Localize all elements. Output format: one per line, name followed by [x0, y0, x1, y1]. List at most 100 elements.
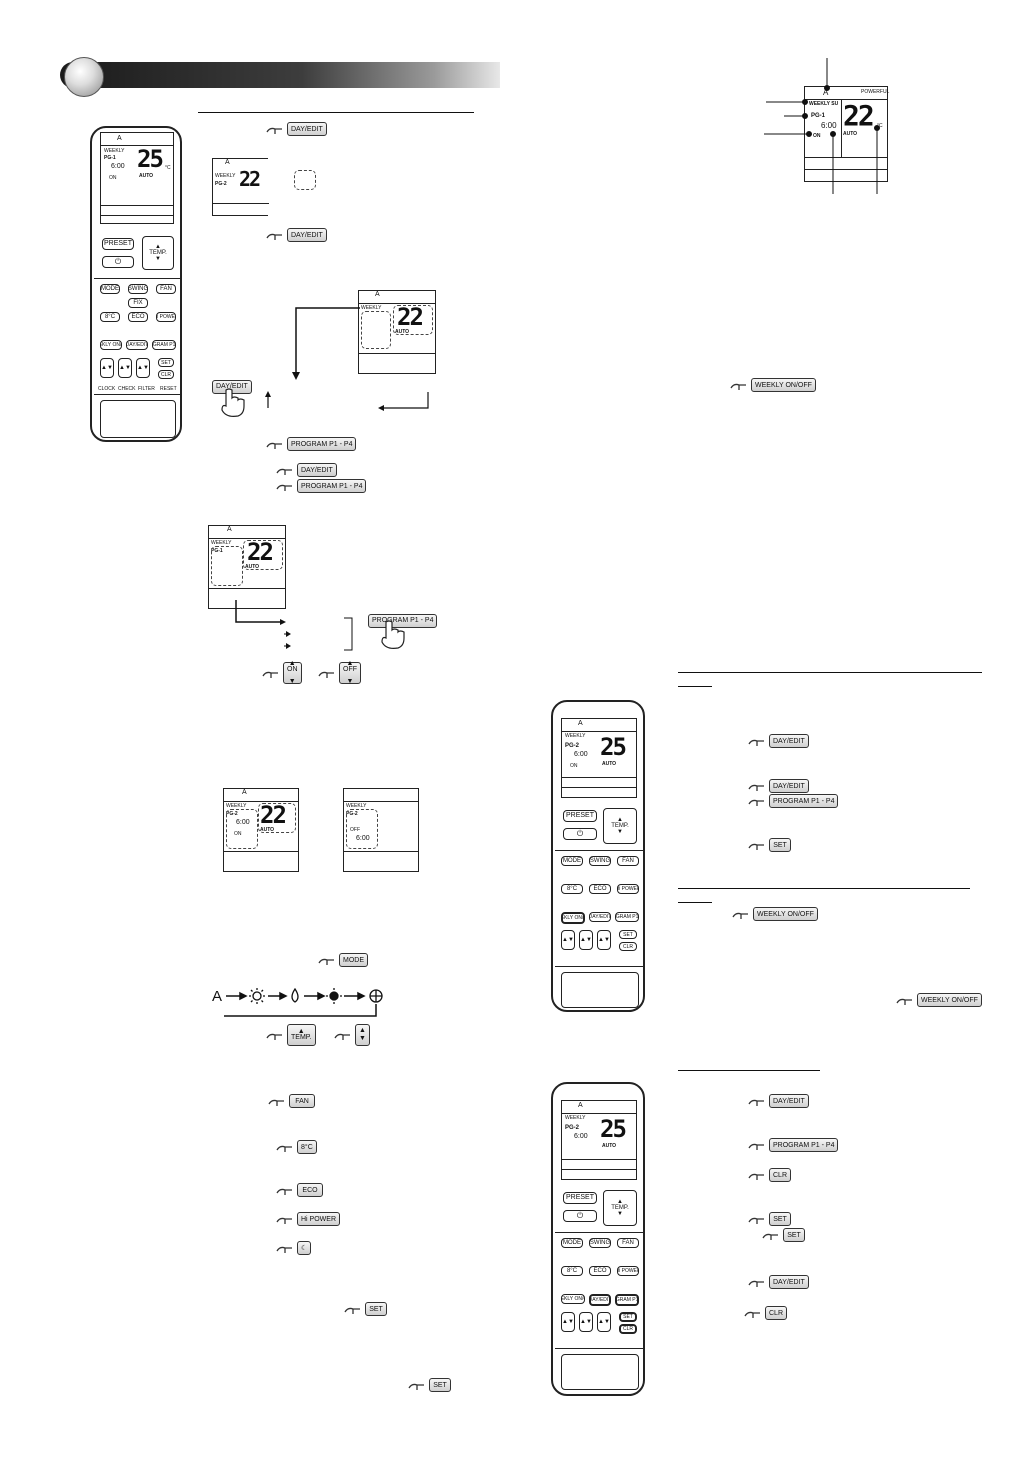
lcd3-mode: A [227, 526, 232, 533]
r2-temp-button[interactable]: ▲TEMP.▼ [603, 1190, 637, 1226]
key-day-edit[interactable]: DAY/EDIT [769, 779, 809, 793]
preset-button[interactable]: PRESET [102, 238, 134, 250]
r1-battery-cover [561, 972, 639, 1008]
r1-eight-c-button[interactable]: 8°C [561, 884, 583, 894]
fan-button[interactable]: FAN [156, 284, 176, 294]
key-set[interactable]: SET [769, 838, 791, 852]
r2-fan-button[interactable]: FAN [617, 1238, 639, 1248]
clr-button[interactable]: CLR [158, 370, 174, 379]
key-comfort-sleep[interactable]: ☾ [297, 1241, 312, 1255]
timer-off-button[interactable]: ▲▼ [118, 358, 132, 378]
key-temp-down[interactable]: ▲▼ [355, 1024, 370, 1046]
r1-timer-3[interactable]: ▲▼ [597, 930, 611, 950]
key-program[interactable]: PROGRAM P1 - P4 [769, 1138, 839, 1152]
key-day-edit[interactable]: DAY/EDIT [287, 122, 327, 136]
timer-3-button[interactable]: ▲▼ [136, 358, 150, 378]
key-program[interactable]: PROGRAM P1 - P4 [769, 794, 839, 808]
key-program[interactable]: PROGRAM P1 - P4 [297, 479, 367, 493]
hand-pointer-icon [748, 1213, 766, 1225]
r2-set-button[interactable]: SET [619, 1312, 637, 1322]
key-weekly-onoff[interactable]: WEEKLY ON/OFF [917, 993, 982, 1007]
press-r-day-edit-1: DAY/EDIT [748, 734, 809, 748]
program-button[interactable]: PROGRAM P1 - P4 [152, 340, 176, 350]
lcd2-dash [361, 311, 391, 349]
eight-c-button[interactable]: 8°C [100, 312, 120, 322]
r1-temp: 25 [600, 733, 627, 761]
fix-button[interactable]: FIX [128, 298, 148, 308]
r1-fan-button[interactable]: FAN [617, 856, 639, 866]
key-program[interactable]: PROGRAM P1 - P4 [287, 437, 357, 451]
key-timer-on[interactable]: ▲ON▼ [283, 660, 302, 685]
r2-weekly-button[interactable]: WEEKLY ON/OFF [561, 1294, 585, 1304]
key-mode[interactable]: MODE [339, 953, 368, 967]
r1-day-edit-button[interactable]: DAY/EDIT [589, 912, 611, 922]
r2-power-button[interactable]: ⏻ [563, 1210, 597, 1222]
heading-rule [198, 112, 474, 113]
mode-button[interactable]: MODE [100, 284, 120, 294]
r2-day-edit-button[interactable]: DAY/EDIT [589, 1294, 611, 1306]
key-temp[interactable]: ▲TEMP. [287, 1024, 316, 1046]
temp-button[interactable]: ▲TEMP.▼ [142, 236, 174, 270]
r1-timer-off[interactable]: ▲▼ [579, 930, 593, 950]
weekly-onoff-button[interactable]: WEEKLY ON/OFF [100, 340, 122, 350]
r2-preset-button[interactable]: PRESET [563, 1192, 597, 1204]
key-day-edit[interactable]: DAY/EDIT [297, 463, 337, 477]
eco-button[interactable]: ECO [128, 312, 148, 322]
key-set[interactable]: SET [769, 1212, 791, 1226]
key-eco[interactable]: ECO [297, 1183, 323, 1197]
press-r-day-edit-2: DAY/EDIT [748, 779, 809, 793]
lcd5-weekly: WEEKLY [346, 803, 367, 809]
r1-weekly-button[interactable]: WEEKLY ON/OFF [561, 912, 585, 924]
key-8c[interactable]: 8°C [297, 1140, 317, 1154]
key-timer-off[interactable]: ▲OFF▼ [339, 660, 361, 685]
key-hipower[interactable]: Hi POWER [297, 1212, 340, 1226]
key-day-edit[interactable]: DAY/EDIT [287, 228, 327, 242]
timer-on-button[interactable]: ▲▼ [100, 358, 114, 378]
r1-program-button[interactable]: PROGRAM P1 - P4 [615, 912, 639, 922]
r1-clr-button[interactable]: CLR [619, 942, 637, 951]
lcd5-off: OFF [350, 827, 360, 833]
key-day-edit[interactable]: DAY/EDIT [769, 1275, 809, 1289]
key-weekly-onoff[interactable]: WEEKLY ON/OFF [751, 378, 816, 392]
hand-pointer-icon [744, 1307, 762, 1319]
r2-timer-off[interactable]: ▲▼ [579, 1312, 593, 1332]
r1-timer-on[interactable]: ▲▼ [561, 930, 575, 950]
r1-eco-button[interactable]: ECO [589, 884, 611, 894]
lcd-temp: 25 [137, 145, 164, 173]
set-button[interactable]: SET [158, 358, 174, 367]
r1-temp-button[interactable]: ▲TEMP.▼ [603, 808, 637, 844]
key-fan[interactable]: FAN [289, 1094, 315, 1108]
r1-power-button[interactable]: ⏻ [563, 828, 597, 840]
r2-swing-button[interactable]: SWING [589, 1238, 611, 1248]
r1-swing-button[interactable]: SWING [589, 856, 611, 866]
lcd4-program: PG-2 [226, 811, 238, 817]
key-day-edit[interactable]: DAY/EDIT [769, 1094, 809, 1108]
r2-hipower-button[interactable]: Hi POWER [617, 1266, 639, 1276]
r2-program-button[interactable]: PROGRAM P1 - P4 [615, 1294, 639, 1306]
r2-clr-button[interactable]: CLR [619, 1324, 637, 1334]
key-clr[interactable]: CLR [765, 1306, 787, 1320]
r1-set-button[interactable]: SET [619, 930, 637, 939]
r1-program: PG-2 [565, 743, 580, 749]
r2-eight-c-button[interactable]: 8°C [561, 1266, 583, 1276]
key-set[interactable]: SET [429, 1378, 451, 1392]
r2-eco-button[interactable]: ECO [589, 1266, 611, 1276]
key-weekly-onoff[interactable]: WEEKLY ON/OFF [753, 907, 818, 921]
day-edit-button[interactable]: DAY/EDIT [126, 340, 148, 350]
key-day-edit[interactable]: DAY/EDIT [769, 734, 809, 748]
swing-button[interactable]: SWING [128, 284, 148, 294]
r1-mode-button[interactable]: MODE [561, 856, 583, 866]
power-button[interactable]: ⏻ [102, 256, 134, 268]
r2-timer-3[interactable]: ▲▼ [597, 1312, 611, 1332]
press-r-program-2: PROGRAM P1 - P4 [748, 1138, 839, 1152]
hand-pointer-icon [748, 1169, 766, 1181]
key-set[interactable]: SET [365, 1302, 387, 1316]
r1-hipower-button[interactable]: Hi POWER [617, 884, 639, 894]
r1-preset-button[interactable]: PRESET [563, 810, 597, 822]
r2-timer-on[interactable]: ▲▼ [561, 1312, 575, 1332]
key-clr[interactable]: CLR [769, 1168, 791, 1182]
key-set[interactable]: SET [783, 1228, 805, 1242]
hipower-button[interactable]: Hi POWER [156, 312, 176, 322]
hand-pointer-icon [730, 379, 748, 391]
r2-mode-button[interactable]: MODE [561, 1238, 583, 1248]
